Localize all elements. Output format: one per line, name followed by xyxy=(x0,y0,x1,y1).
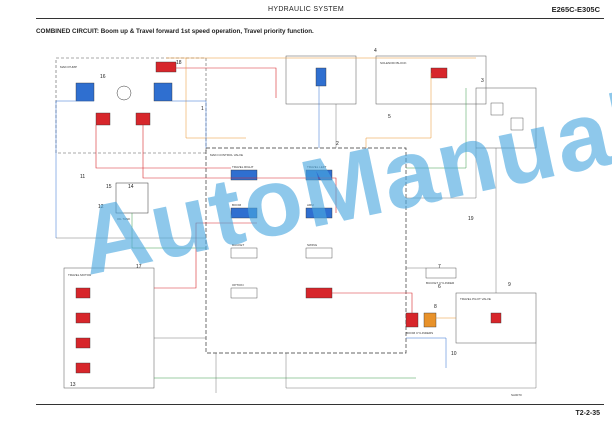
callout-1: 1 xyxy=(201,106,204,112)
solenoid-block-area: SOLENOID BLOCK xyxy=(285,55,487,105)
bucket-label: BUCKET xyxy=(232,243,244,247)
boom-cylinders-label: BOOM CYLINDERS xyxy=(406,331,433,335)
drain-lines xyxy=(131,88,467,379)
travel-left-label: TRAVEL LEFT xyxy=(307,165,327,169)
callout-15: 15 xyxy=(106,184,112,190)
page-header: HYDRAULIC SYSTEM E265C-E305C xyxy=(0,0,612,22)
callout-12: 12 xyxy=(98,204,104,210)
page-number: T2-2-35 xyxy=(575,410,600,417)
callout-10: 10 xyxy=(451,351,457,357)
main-pump: MAIN PUMP xyxy=(55,57,207,154)
callout-2: 2 xyxy=(336,141,339,147)
return-lines xyxy=(55,86,447,368)
pilot-lines xyxy=(166,57,476,319)
callout-8: 8 xyxy=(434,304,437,310)
main-control-valve-label: MAIN CONTROL VALVE xyxy=(210,153,243,157)
callout-5: 5 xyxy=(388,114,391,120)
pilot-valve-area xyxy=(475,87,537,149)
pressure-lines xyxy=(95,67,413,313)
callout-11: 11 xyxy=(80,174,85,180)
callout-16: 16 xyxy=(100,74,106,80)
hydraulic-schematic: MAIN PUMP SOLENOID BLOCK MAIN CONTROL VA… xyxy=(55,48,537,397)
main-pump-label: MAIN PUMP xyxy=(60,65,77,69)
diagram-code: SA0070 xyxy=(511,393,522,397)
callout-numbers: 1 2 3 4 5 6 7 8 9 10 11 12 13 14 15 16 1… xyxy=(70,48,511,388)
callout-7: 7 xyxy=(438,264,441,270)
callout-9: 9 xyxy=(508,282,511,288)
cylinders: BUCKET CYLINDER BOOM CYLINDERS xyxy=(405,267,457,335)
arm-label: ARM xyxy=(307,203,314,207)
travel-right-label: TRAVEL RIGHT xyxy=(232,165,254,169)
callout-3: 3 xyxy=(481,78,484,84)
neutral-lines xyxy=(56,104,537,393)
bucket-cylinder-label: BUCKET CYLINDER xyxy=(426,281,455,285)
header-rule xyxy=(36,18,604,19)
callout-4: 4 xyxy=(374,48,377,54)
travel-pilot-valve-label: TRAVEL PILOT VALVE xyxy=(460,297,491,301)
callout-18: 18 xyxy=(176,60,182,66)
section-title: HYDRAULIC SYSTEM xyxy=(268,6,344,13)
callout-6: 6 xyxy=(438,284,441,290)
travel-pilot-valve: TRAVEL PILOT VALVE xyxy=(455,292,537,344)
option-label: OPTION xyxy=(232,283,244,287)
oil-tank-label: OIL TANK xyxy=(117,217,130,221)
diagram-caption: COMBINED CIRCUIT: Boom up & Travel forwa… xyxy=(36,28,314,35)
solenoid-block-label: SOLENOID BLOCK xyxy=(380,61,407,65)
swing-label: SWING xyxy=(307,243,318,247)
main-control-valve: MAIN CONTROL VALVE TRAVEL RIGHT TRAVEL L… xyxy=(205,147,407,354)
model-number: E265C-E305C xyxy=(551,5,600,14)
travel-motor-stack: TRAVEL MOTOR xyxy=(63,267,155,389)
boom-label: BOOM xyxy=(232,203,242,207)
callout-17: 17 xyxy=(136,264,142,270)
callout-13: 13 xyxy=(70,382,76,388)
travel-motor-label: TRAVEL MOTOR xyxy=(68,273,92,277)
callout-14: 14 xyxy=(128,184,134,190)
footer-rule xyxy=(36,404,604,405)
callout-19: 19 xyxy=(468,216,474,222)
